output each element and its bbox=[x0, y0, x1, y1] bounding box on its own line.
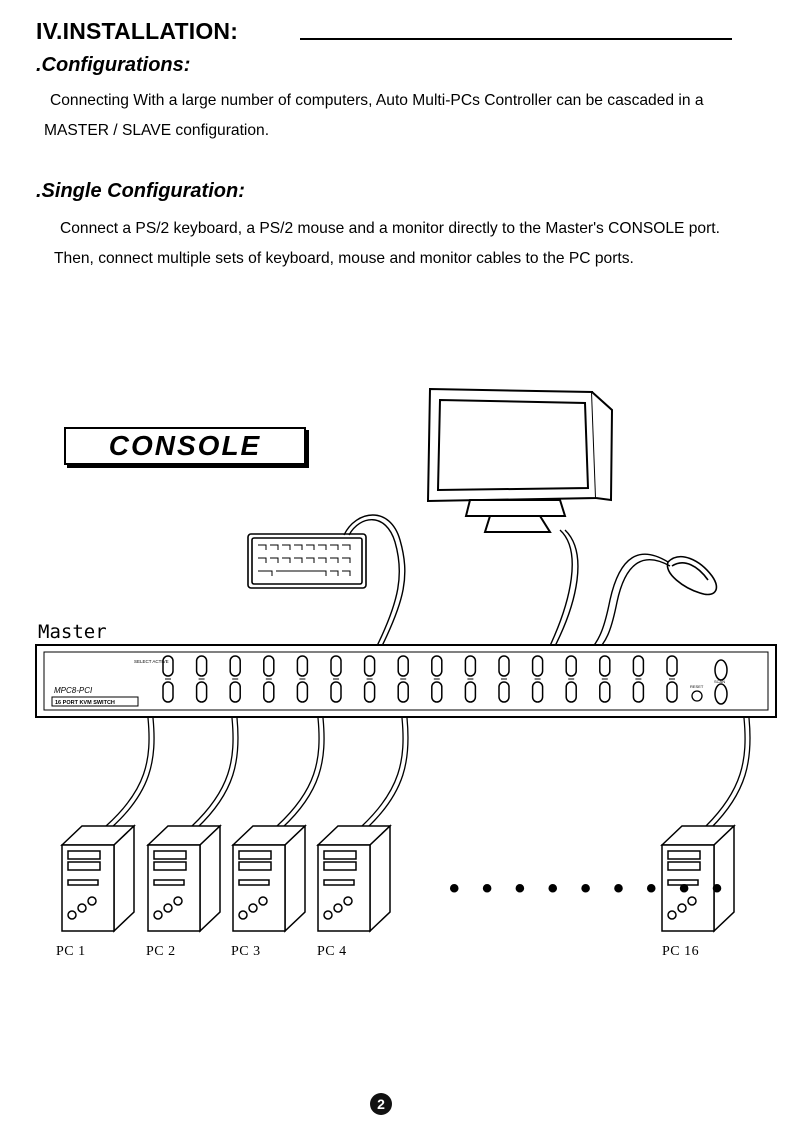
pc-cable bbox=[281, 717, 325, 829]
port-button-bottom bbox=[363, 681, 376, 703]
port-button-bottom bbox=[498, 681, 510, 703]
configurations-paragraph: Connecting With a large number of comput… bbox=[44, 92, 704, 139]
pc-cable bbox=[110, 717, 155, 829]
monitor-icon bbox=[426, 387, 614, 533]
select-active-text: SELECT ACTIVE bbox=[134, 659, 169, 664]
port-button-bottom bbox=[195, 681, 208, 703]
pc-tower-icon bbox=[231, 824, 307, 933]
port-button-top bbox=[397, 655, 409, 677]
port-button-top bbox=[263, 655, 275, 677]
pc-cable bbox=[276, 717, 320, 827]
port-button-top bbox=[531, 655, 544, 677]
ellipsis-dots: • • • • • • • • • bbox=[449, 872, 730, 905]
port-button-bottom bbox=[431, 681, 443, 703]
port-button-top bbox=[363, 655, 376, 677]
pc-tower-icon bbox=[146, 824, 222, 933]
reset-button bbox=[691, 690, 703, 702]
port-button-bottom bbox=[397, 681, 409, 703]
port-button-bottom bbox=[296, 681, 309, 703]
title-underline bbox=[300, 38, 732, 40]
pc-cable bbox=[710, 717, 751, 829]
port-button-top bbox=[330, 655, 342, 677]
port-button-bottom bbox=[531, 681, 544, 703]
pc-tower-icon bbox=[316, 824, 392, 933]
port-button-top bbox=[498, 655, 510, 677]
keyboard-icon bbox=[247, 533, 367, 589]
pc-label-1: PC 1 bbox=[56, 944, 86, 959]
pc-cable bbox=[705, 717, 746, 827]
port-button-top bbox=[431, 655, 443, 677]
pc-label-3: PC 3 bbox=[231, 944, 261, 959]
pc-cable bbox=[366, 717, 409, 829]
installation-diagram: SELECT ACTIVE MPC8-PCI 16 PORT KVM SWITC… bbox=[35, 387, 777, 933]
pc-tower-icon bbox=[60, 824, 136, 933]
port-button-bottom bbox=[599, 681, 611, 703]
pc-towers bbox=[60, 824, 736, 933]
section-title: IV.INSTALLATION: bbox=[36, 18, 239, 44]
kvm-switch: SELECT ACTIVE MPC8-PCI 16 PORT KVM SWITC… bbox=[35, 644, 777, 718]
port-button-top bbox=[162, 655, 174, 677]
kvm-port-buttons bbox=[162, 655, 678, 703]
pc-cable bbox=[196, 717, 239, 829]
port-button-bottom bbox=[565, 681, 577, 703]
pc-cable bbox=[361, 717, 404, 827]
port-button-top bbox=[195, 655, 208, 677]
pc-label-2: PC 2 bbox=[146, 944, 176, 959]
pc-tower-icon bbox=[660, 824, 736, 933]
port-button-bottom bbox=[263, 681, 275, 703]
port-button-bottom bbox=[632, 681, 645, 703]
page-number: 2 bbox=[370, 1093, 392, 1115]
port-button-bottom bbox=[330, 681, 342, 703]
port-button-top bbox=[565, 655, 577, 677]
port-button-bottom bbox=[162, 681, 174, 703]
port-button-top bbox=[632, 655, 645, 677]
single-configuration-paragraph: Connect a PS/2 keyboard, a PS/2 mouse an… bbox=[54, 220, 720, 267]
port-button-bottom bbox=[666, 681, 678, 703]
scan-button-bottom bbox=[714, 683, 728, 705]
port-button-bottom bbox=[464, 681, 477, 703]
port-button-top bbox=[229, 655, 241, 677]
console-cables bbox=[343, 514, 671, 651]
pc-label-16: PC 16 bbox=[662, 944, 700, 959]
scan-text: SCAN bbox=[714, 679, 725, 684]
port-button-bottom bbox=[229, 681, 241, 703]
reset-text: RESET bbox=[690, 684, 704, 689]
port-button-top bbox=[296, 655, 309, 677]
pc-cables bbox=[105, 717, 751, 829]
console-label: CONSOLE bbox=[64, 427, 306, 465]
pc-cable bbox=[105, 717, 150, 827]
mouse-icon bbox=[666, 556, 718, 596]
pc-cable bbox=[191, 717, 234, 827]
port-button-top bbox=[599, 655, 611, 677]
brand-text: MPC8-PCI bbox=[54, 686, 93, 695]
scan-button-top bbox=[714, 659, 728, 681]
single-configuration-heading: .Single Configuration: bbox=[36, 180, 245, 202]
port-button-top bbox=[464, 655, 477, 677]
configurations-heading: .Configurations: bbox=[36, 54, 191, 76]
pc-label-4: PC 4 bbox=[317, 944, 347, 959]
model-text: 16 PORT KVM SWITCH bbox=[55, 700, 115, 706]
port-button-top bbox=[666, 655, 678, 677]
master-label: Master bbox=[38, 621, 107, 643]
